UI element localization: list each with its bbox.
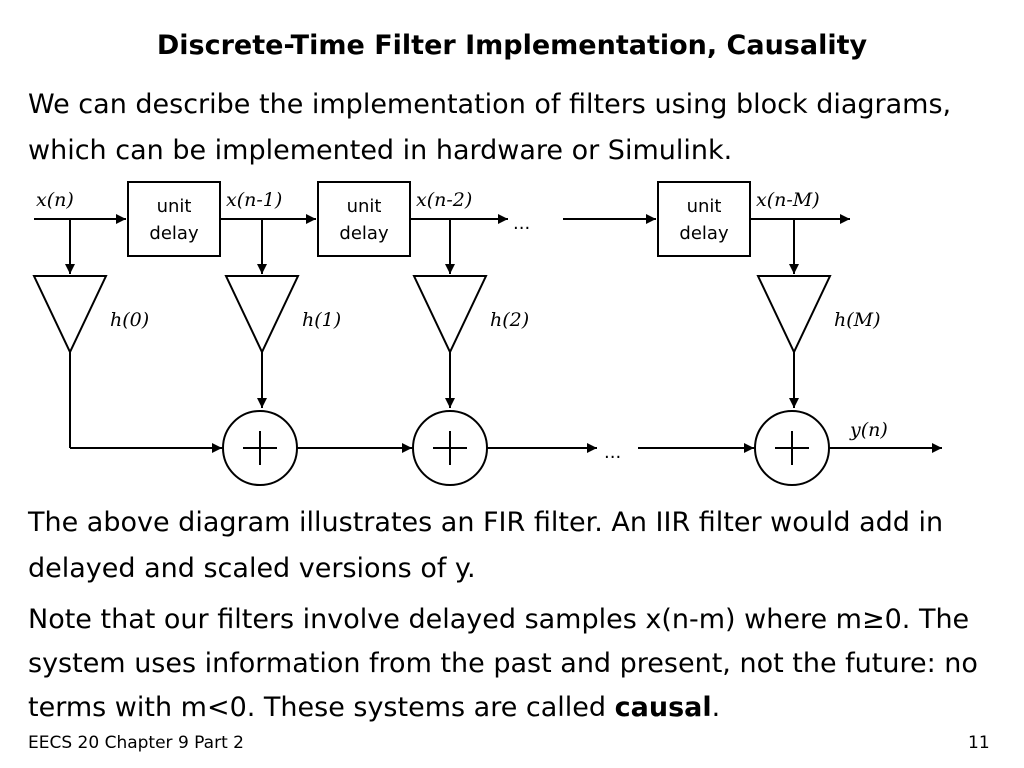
unit-delay-box-3: [657, 181, 751, 257]
ellipsis-bottom: ...: [604, 442, 621, 463]
signal-label-x-n-2: x(n-2): [416, 189, 472, 211]
signal-label-x-n-1: x(n-1): [226, 189, 282, 211]
gain-label-h0: h(0): [110, 309, 149, 331]
intro-paragraph: We can describe the implementation of fi…: [28, 89, 952, 166]
unit-delay-1-line2: delay: [149, 223, 199, 244]
fir-description-paragraph: The above diagram illustrates an FIR fil…: [28, 507, 944, 584]
causality-paragraph: Note that our filters involve delayed sa…: [28, 598, 1018, 730]
unit-delay-2-line2: delay: [339, 223, 389, 244]
unit-delay-box-2: [317, 181, 411, 257]
gain-triangle-0: [32, 275, 108, 355]
gain-triangle-2: [412, 275, 488, 355]
gain-label-h1: h(1): [302, 309, 341, 331]
gain-triangle-M: [756, 275, 832, 355]
signal-label-x-n: x(n): [36, 189, 74, 211]
output-label-y-n: y(n): [849, 419, 888, 441]
gain-label-hM: h(M): [834, 309, 881, 331]
ellipsis-top: ...: [513, 213, 530, 234]
causality-text: Note that our filters involve delayed sa…: [28, 604, 978, 723]
unit-delay-2-line1: unit: [347, 196, 382, 217]
causality-end: .: [711, 692, 721, 723]
footer-course-label: EECS 20 Chapter 9 Part 2: [28, 733, 244, 753]
slide-title: Discrete-Time Filter Implementation, Cau…: [156, 30, 868, 61]
unit-delay-1-line1: unit: [157, 196, 192, 217]
unit-delay-3-line2: delay: [679, 223, 729, 244]
causal-term: causal: [614, 692, 712, 723]
signal-label-x-n-M: x(n-M): [756, 189, 820, 211]
unit-delay-3-line1: unit: [687, 196, 722, 217]
gain-label-h2: h(2): [490, 309, 529, 331]
unit-delay-box-1: [127, 181, 221, 257]
slide-number: 11: [968, 733, 990, 753]
gain-triangle-1: [224, 275, 300, 355]
